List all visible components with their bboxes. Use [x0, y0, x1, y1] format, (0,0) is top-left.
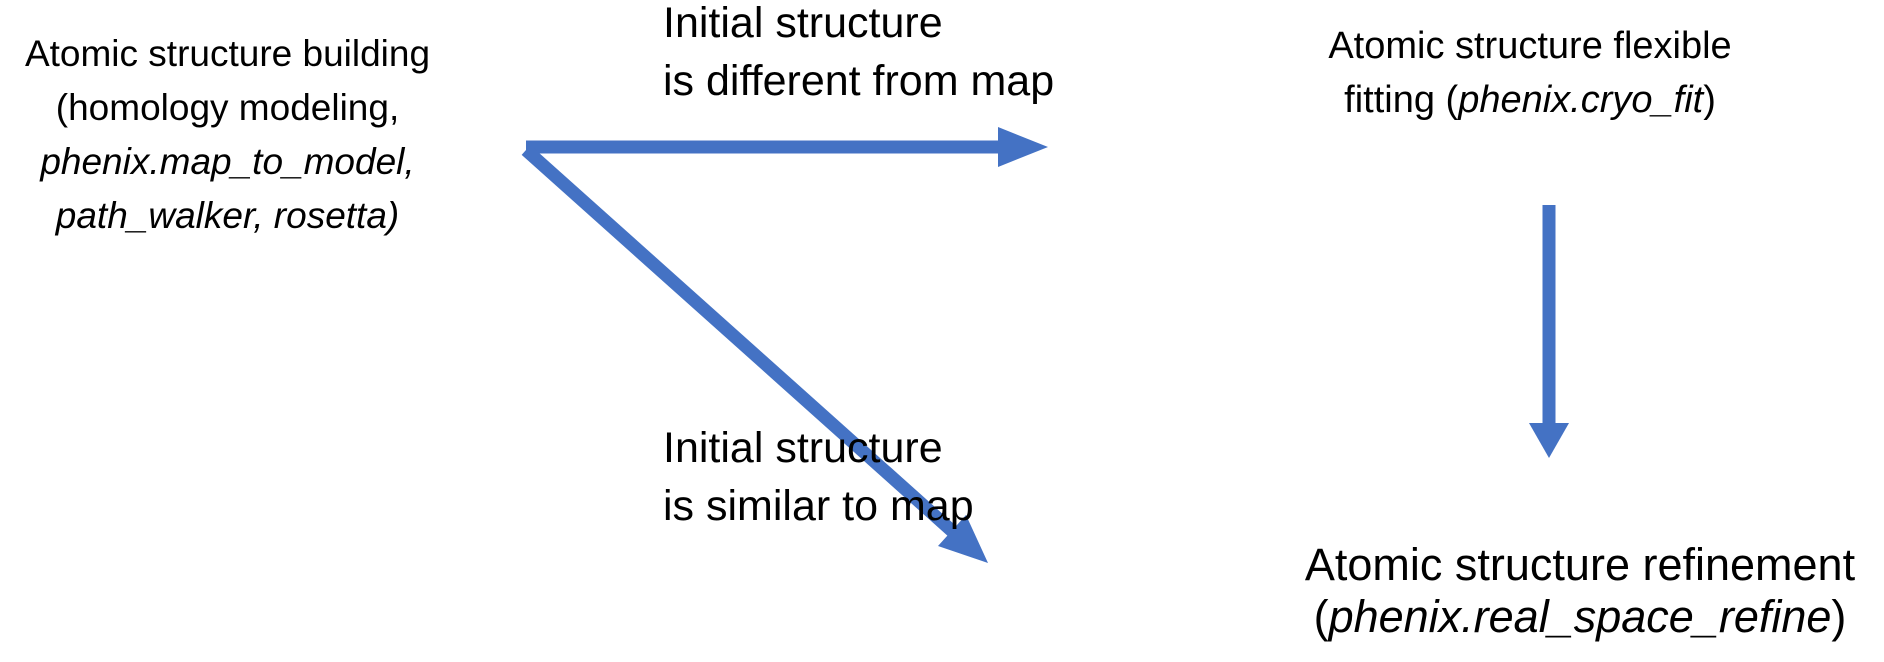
node-structure-refinement-line2-suffix: )	[1831, 591, 1847, 642]
arrow-building-to-fitting-head	[998, 127, 1048, 167]
node-flexible-fitting-line1: Atomic structure flexible	[1328, 25, 1732, 67]
node-flexible-fitting-line2: fitting (phenix.cryo_fit)	[1270, 73, 1790, 127]
node-structure-refinement-line2-prefix: (	[1313, 591, 1329, 642]
node-flexible-fitting-program: phenix.cryo_fit	[1458, 79, 1704, 121]
edge-label-similar-line2: is similar to map	[663, 482, 974, 530]
node-structure-building-line4: path_walker, rosetta)	[55, 195, 400, 236]
edge-label-similar-line1: Initial structure	[663, 424, 943, 472]
arrow-building-to-fitting	[526, 127, 1048, 167]
node-structure-building: Atomic structure building (homology mode…	[0, 27, 455, 243]
edge-label-different-line1: Initial structure	[663, 0, 943, 47]
node-structure-refinement-line2: (phenix.real_space_refine)	[1272, 591, 1884, 643]
arrow-building-to-refinement-head	[938, 515, 988, 563]
node-structure-building-line3: phenix.map_to_model,	[40, 141, 415, 182]
edge-label-different-from-map: Initial structure is different from map	[663, 0, 1183, 110]
node-structure-refinement-line1: Atomic structure refinement	[1304, 539, 1856, 590]
arrow-building-to-refinement-shaft	[521, 145, 957, 536]
node-flexible-fitting: Atomic structure flexible fitting (pheni…	[1270, 19, 1790, 127]
node-flexible-fitting-line2-prefix: fitting (	[1344, 79, 1459, 121]
arrow-fitting-to-refinement-head	[1529, 423, 1569, 458]
node-flexible-fitting-line2-suffix: )	[1703, 79, 1716, 121]
node-structure-refinement: Atomic structure refinement (phenix.real…	[1272, 539, 1884, 643]
node-structure-refinement-program: phenix.real_space_refine	[1328, 591, 1832, 642]
node-structure-building-line2: (homology modeling,	[55, 87, 400, 128]
edge-label-similar-to-map: Initial structure is similar to map	[663, 419, 1183, 535]
node-structure-building-line1: Atomic structure building	[24, 33, 431, 74]
edge-label-different-line2: is different from map	[663, 57, 1055, 105]
arrow-building-to-refinement	[521, 145, 988, 563]
arrow-fitting-to-refinement	[1529, 205, 1569, 458]
